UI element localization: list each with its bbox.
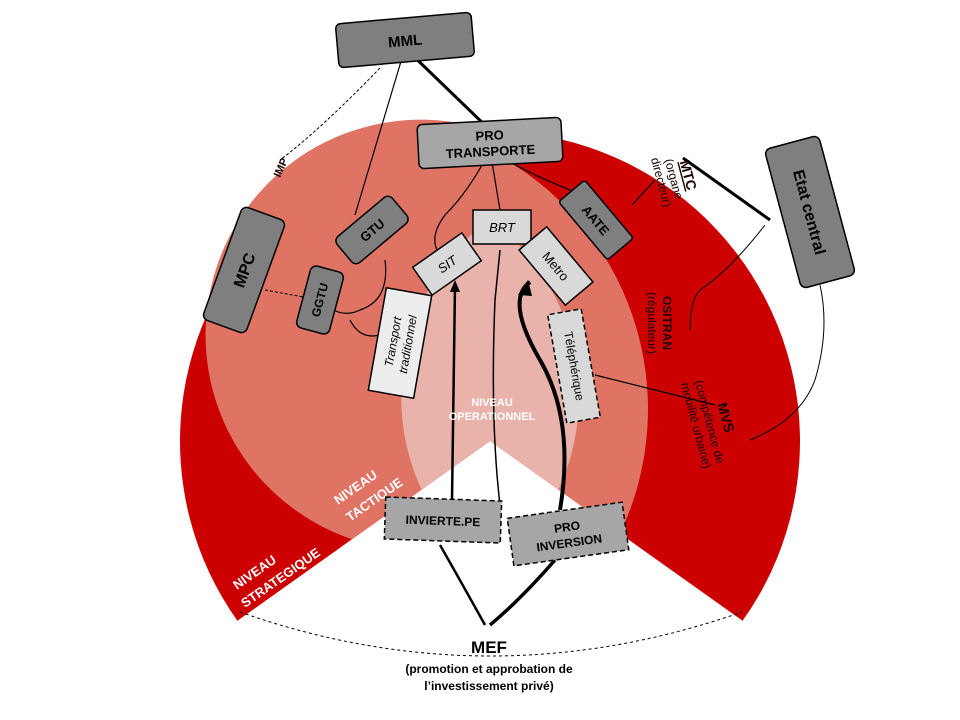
dashed-link-bottom bbox=[239, 611, 743, 657]
node-etat-central: Etat central bbox=[764, 135, 856, 289]
node-teleferique: Téléphérique bbox=[546, 308, 602, 424]
invierte-label: INVIERTE.PE bbox=[405, 513, 480, 530]
ositran-line1: OSITRAN bbox=[660, 296, 674, 350]
node-mpc: MPC bbox=[202, 206, 286, 334]
operational-level-fill bbox=[401, 219, 579, 490]
mef-label: MEF bbox=[471, 638, 507, 657]
node-aate: AATE bbox=[559, 180, 633, 260]
arrow-head-sit bbox=[450, 280, 460, 292]
mef-desc-line2: l’investissement privé) bbox=[424, 679, 553, 693]
arrow-head-metro bbox=[518, 280, 532, 296]
brt-label: BRT bbox=[489, 220, 516, 235]
node-transport-traditionnel: Transport traditionnel bbox=[367, 286, 433, 400]
node-pro-inversion: PRO INVERSION bbox=[506, 501, 630, 567]
mvs-line1: MVS bbox=[714, 401, 737, 434]
operational-level-label-1: NIVEAU bbox=[471, 397, 513, 409]
pro-inversion-line1: PRO bbox=[553, 518, 581, 535]
node-invierte: INVIERTE.PE bbox=[383, 496, 503, 544]
node-brt: BRT bbox=[472, 209, 532, 245]
node-sit: SIT bbox=[411, 231, 483, 297]
node-pro-transporte: PRO TRANSPORTE bbox=[416, 116, 564, 170]
operational-level-label-2: OPERATIONNEL bbox=[449, 411, 536, 423]
connector-lines bbox=[264, 46, 825, 627]
node-mml: MML bbox=[335, 11, 475, 69]
pro-transporte-line2: TRANSPORTE bbox=[445, 142, 536, 162]
mtc-line1: MTC bbox=[677, 158, 700, 191]
node-ggtu: GGTU bbox=[295, 265, 345, 335]
pro-transporte-line1: PRO bbox=[475, 127, 504, 143]
node-metro: Metro bbox=[518, 225, 594, 307]
mef-desc-line1: (promotion et approbation de bbox=[405, 662, 573, 676]
ositran-line2: (régulateur) bbox=[645, 292, 659, 354]
node-gtu: GTU bbox=[335, 195, 409, 265]
mml-label: MML bbox=[387, 32, 423, 52]
node-ositran: OSITRAN (régulateur) bbox=[645, 292, 674, 354]
